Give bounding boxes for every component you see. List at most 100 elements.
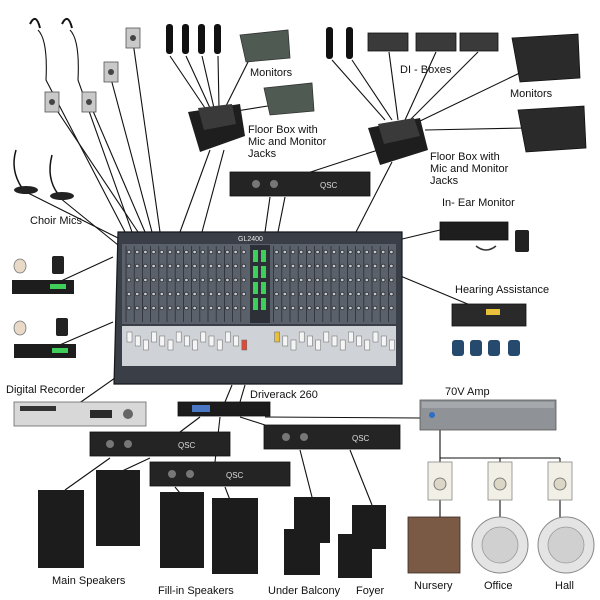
channel-knob xyxy=(159,249,164,255)
driverack-processor xyxy=(177,401,271,417)
channel-knob xyxy=(143,263,148,269)
channel-knob xyxy=(175,263,181,269)
channel-knob xyxy=(167,305,173,311)
channel-knob xyxy=(290,277,296,283)
channel-knob xyxy=(299,263,304,269)
channel-knob xyxy=(200,291,205,297)
level-meter xyxy=(261,282,266,294)
label-hall: Hall xyxy=(555,580,574,592)
channel-knob xyxy=(307,249,312,255)
channel-knob xyxy=(216,291,222,297)
channel-knob xyxy=(143,291,148,297)
channel-knob xyxy=(184,291,189,297)
level-meter xyxy=(253,250,258,262)
channel-knob xyxy=(274,249,279,255)
channel-fader xyxy=(389,339,395,351)
channel-knob xyxy=(307,305,312,311)
channel-knob xyxy=(381,291,386,297)
channel-knob xyxy=(167,277,173,283)
di-boxes xyxy=(367,32,499,52)
channel-knob xyxy=(315,305,320,311)
channel-fader xyxy=(143,339,149,351)
channel-knob xyxy=(331,305,337,311)
nursery-speaker xyxy=(407,516,461,574)
channel-knob xyxy=(241,263,246,269)
label-floor-box-right: Floor Box with Mic and Monitor Jacks xyxy=(430,151,509,187)
label-driverack: Driverack 260 xyxy=(250,389,318,401)
stage-mics xyxy=(166,24,353,59)
channel-fader xyxy=(290,339,297,351)
channel-knob xyxy=(167,249,173,255)
channel-knob xyxy=(208,277,214,283)
channel-knob xyxy=(134,305,140,311)
channel-knob xyxy=(175,249,181,255)
channel-knob xyxy=(167,291,173,297)
channel-knob xyxy=(151,305,156,311)
channel-fader xyxy=(167,339,174,351)
channel-knob xyxy=(290,305,296,311)
channel-knob xyxy=(299,305,304,311)
monitor-wedge-2 xyxy=(263,82,315,116)
channel-fader xyxy=(315,339,321,351)
channel-knob xyxy=(143,249,148,255)
channel-knob xyxy=(274,305,279,311)
amp-brand-mark: QSC xyxy=(178,441,196,450)
channel-knob xyxy=(134,263,140,269)
channel-fader xyxy=(339,339,346,351)
channel-knob xyxy=(151,249,156,255)
level-meter xyxy=(261,250,266,262)
channel-knob xyxy=(274,263,279,269)
channel-knob xyxy=(389,277,394,283)
channel-knob xyxy=(372,305,378,311)
channel-knob xyxy=(315,277,320,283)
wall-plates xyxy=(44,27,141,113)
channel-knob xyxy=(233,291,238,297)
channel-knob xyxy=(184,249,189,255)
channel-fader xyxy=(380,335,387,347)
channel-knob xyxy=(200,277,205,283)
channel-knob xyxy=(208,263,214,269)
channel-knob xyxy=(307,291,312,297)
channel-knob xyxy=(192,291,197,297)
channel-fader xyxy=(208,335,215,347)
label-foyer: Foyer xyxy=(356,585,385,597)
channel-knob xyxy=(126,305,132,311)
channel-knob xyxy=(372,249,378,255)
label-fill-in-speakers: Fill-in Speakers xyxy=(158,585,234,597)
channel-knob xyxy=(200,305,205,311)
label-monitors-right: Monitors xyxy=(510,88,553,100)
label-monitors-left: Monitors xyxy=(250,67,293,79)
channel-knob xyxy=(282,249,287,255)
channel-knob xyxy=(159,277,164,283)
channel-knob xyxy=(225,291,230,297)
channel-fader xyxy=(192,339,198,351)
channel-fader xyxy=(323,331,330,343)
channel-knob xyxy=(200,249,205,255)
channel-knob xyxy=(225,249,230,255)
channel-knob xyxy=(241,305,246,311)
channel-knob xyxy=(192,277,197,283)
channel-knob xyxy=(323,277,328,283)
channel-knob xyxy=(299,291,304,297)
channel-knob xyxy=(175,291,181,297)
channel-knob xyxy=(323,249,328,255)
amp-brand-mark: QSC xyxy=(352,434,370,443)
label-digital-recorder: Digital Recorder xyxy=(6,384,85,396)
channel-knob xyxy=(192,305,197,311)
channel-knob xyxy=(216,249,222,255)
channel-knob xyxy=(159,305,164,311)
channel-knob xyxy=(225,263,230,269)
channel-knob xyxy=(364,277,369,283)
channel-knob xyxy=(315,249,320,255)
channel-knob xyxy=(340,305,345,311)
channel-knob xyxy=(159,291,164,297)
channel-fader xyxy=(282,335,289,347)
label-di-boxes: DI - Boxes xyxy=(400,64,452,76)
label-office: Office xyxy=(484,580,513,592)
power-amplifier-3: QSC xyxy=(263,424,401,450)
main-speakers xyxy=(38,470,140,568)
channel-knob xyxy=(192,249,197,255)
label-main-speakers: Main Speakers xyxy=(52,575,126,587)
power-amplifier-top: QSC xyxy=(229,171,371,197)
channel-knob xyxy=(323,305,328,311)
